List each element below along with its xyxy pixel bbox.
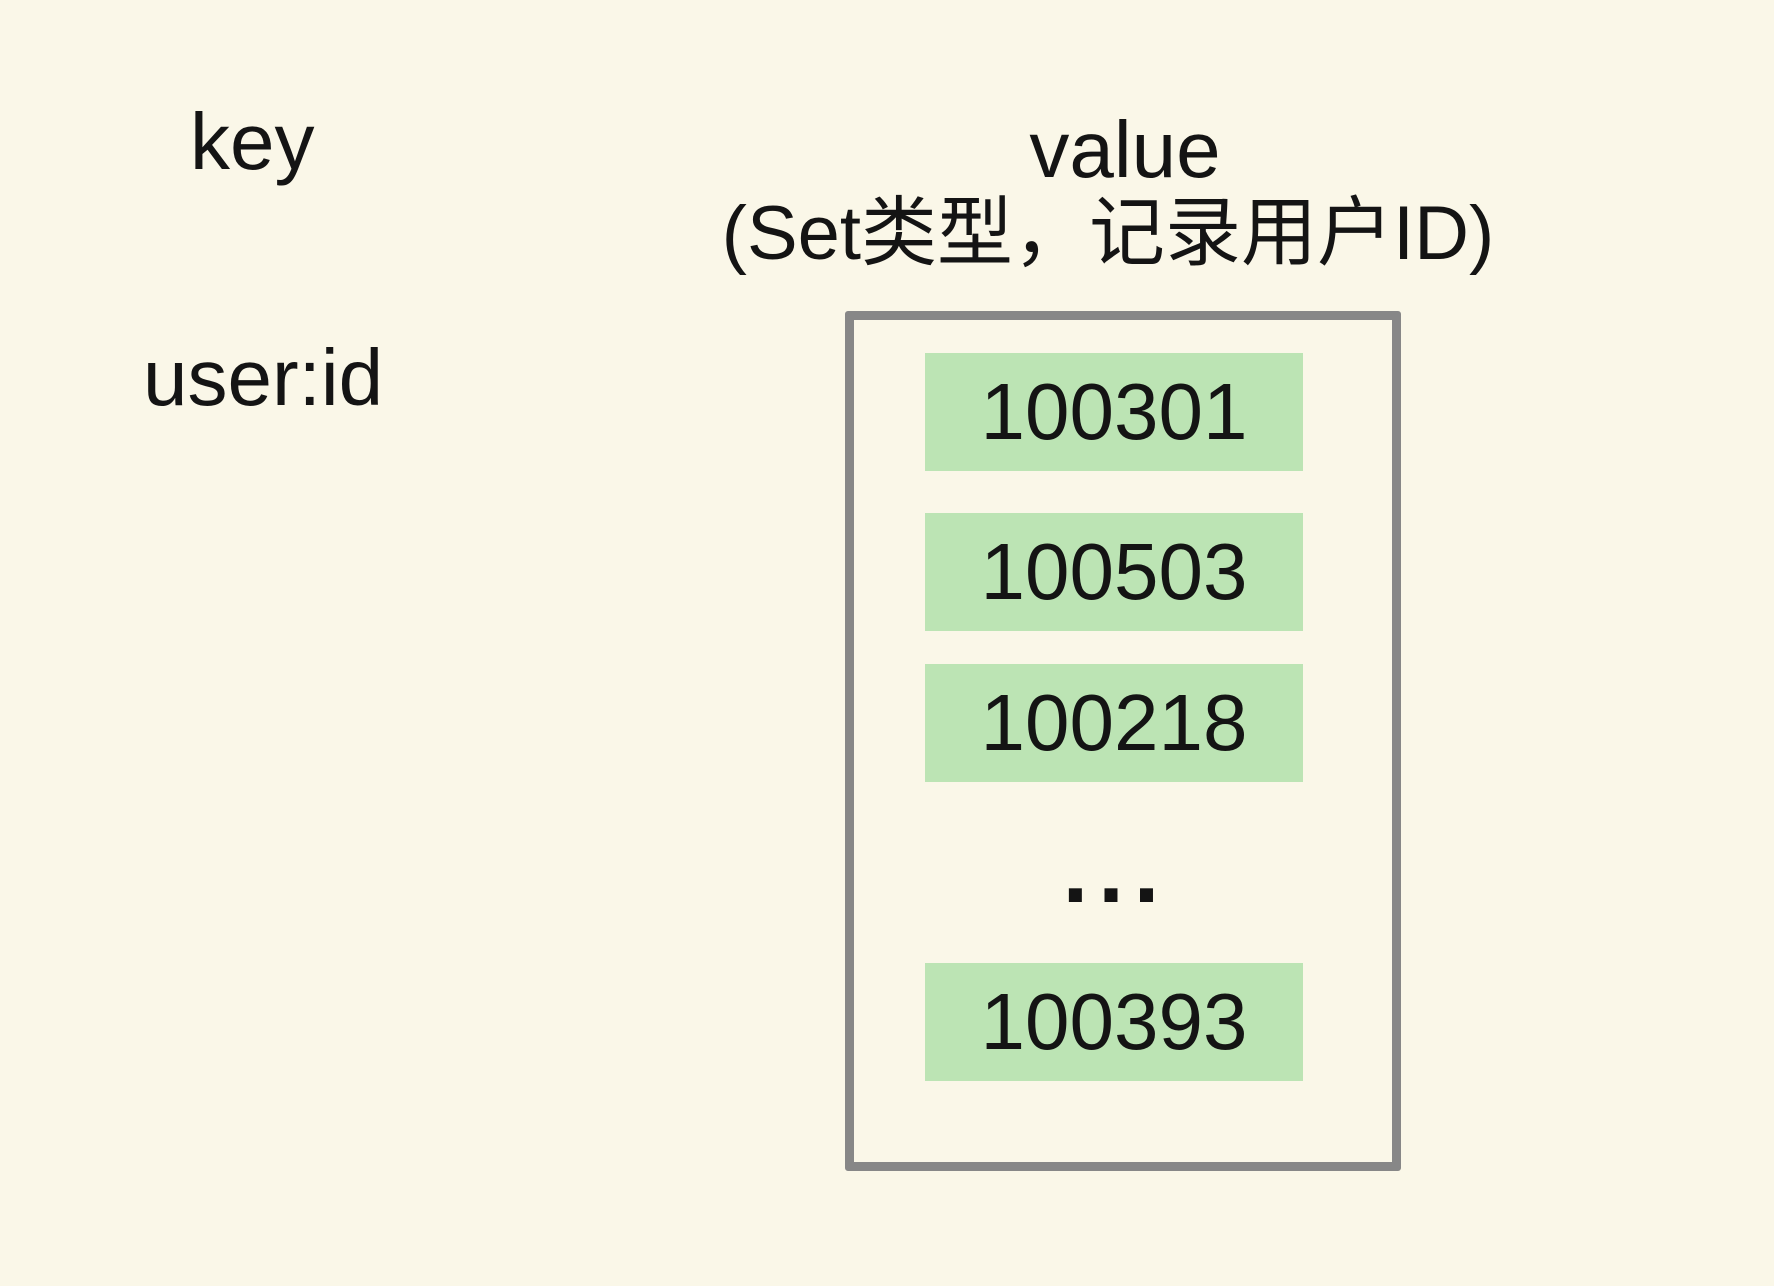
set-members-ellipsis: ... [1062, 820, 1170, 922]
key-column-header: key [190, 97, 315, 186]
key-name: user:id [143, 333, 384, 422]
value-column-subtitle: (Set类型，记录用户ID) [721, 191, 1495, 276]
set-member: 100218 [925, 664, 1303, 782]
set-member: 100301 [925, 353, 1303, 471]
value-column-header: value [1029, 105, 1221, 194]
set-member: 100503 [925, 513, 1303, 631]
set-value-box [845, 311, 1401, 1171]
set-member: 100393 [925, 963, 1303, 1081]
